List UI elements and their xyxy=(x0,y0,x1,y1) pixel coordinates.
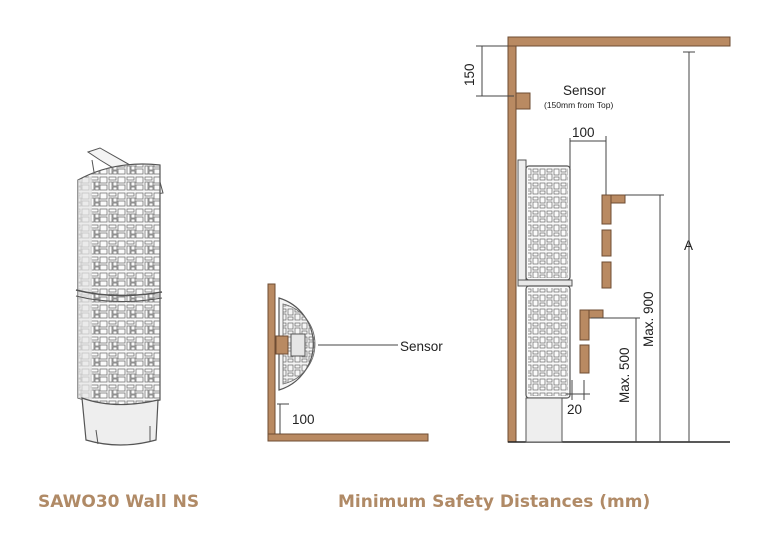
product-caption: SAWO30 Wall NS xyxy=(38,492,200,512)
sensor-side xyxy=(515,92,531,110)
dim-100: 100 xyxy=(572,125,595,140)
side-sensor-label: Sensor xyxy=(563,83,606,98)
heater-illustration xyxy=(75,147,164,446)
top-view: Sensor 100 xyxy=(267,283,443,442)
wall-vertical xyxy=(267,283,276,442)
diagram-caption: Minimum Safety Distances (mm) xyxy=(338,492,651,512)
ceiling xyxy=(507,36,731,47)
floor-wall xyxy=(267,433,429,442)
sensor-top xyxy=(275,335,289,355)
top-dim-100: 100 xyxy=(292,412,315,427)
dim-max500: Max. 500 xyxy=(617,347,632,403)
dim-a: A xyxy=(684,238,693,253)
side-sensor-note: (150mm from Top) xyxy=(544,100,613,110)
side-view: Sensor (150mm from Top) 150 100 2 xyxy=(462,36,731,443)
dim-max900: Max. 900 xyxy=(641,291,656,347)
dim-20: 20 xyxy=(567,402,582,417)
side-wall xyxy=(507,36,517,443)
top-sensor-label: Sensor xyxy=(400,339,443,354)
dim-150: 150 xyxy=(462,63,477,86)
